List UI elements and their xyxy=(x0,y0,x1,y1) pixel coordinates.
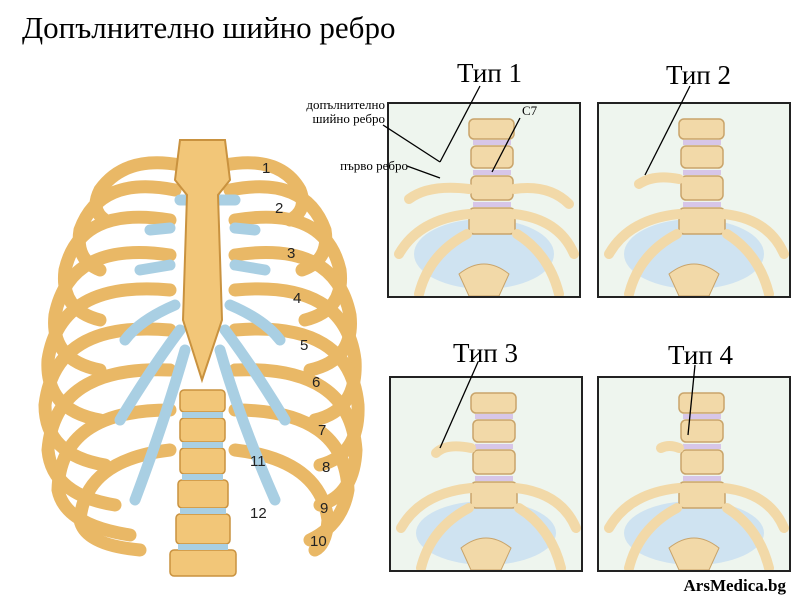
label-first-rib: първо ребро xyxy=(340,158,408,173)
panel-type-3 xyxy=(389,376,583,572)
panel-type-2 xyxy=(597,102,791,298)
label-extra-cervical-rib: допълнително шийно ребро xyxy=(270,98,385,126)
label-extra-cervical-rib-line1: допълнително xyxy=(306,97,385,112)
panel-label-type-3: Тип 3 xyxy=(453,338,518,368)
rib-number-10: 10 xyxy=(310,533,327,550)
panel-type-4 xyxy=(597,376,791,572)
rib-number-9: 9 xyxy=(320,500,329,517)
panel-label-type-1: Тип 1 xyxy=(457,58,522,88)
rib-number-11: 11 xyxy=(250,453,266,470)
panel-label-type-2: Тип 2 xyxy=(666,60,731,90)
rib-number-1: 1 xyxy=(262,160,271,177)
rib-number-7: 7 xyxy=(318,422,327,439)
rib-number-8: 8 xyxy=(322,459,331,476)
rib-number-5: 5 xyxy=(300,337,309,354)
page-title: Допълнително шийно ребро xyxy=(22,10,396,45)
rib-number-6: 6 xyxy=(312,374,321,391)
panel-label-type-4: Тип 4 xyxy=(668,340,733,370)
rib-number-3: 3 xyxy=(287,245,296,262)
watermark: ArsMedica.bg xyxy=(683,576,786,595)
rib-number-12: 12 xyxy=(250,505,267,522)
panel-type-1 xyxy=(387,102,581,298)
rib-number-2: 2 xyxy=(275,200,284,217)
rib-number-4: 4 xyxy=(293,290,302,307)
rib-cage-illustration xyxy=(30,120,370,580)
label-c7: C7 xyxy=(522,103,538,118)
label-extra-cervical-rib-line2: шийно ребро xyxy=(312,111,385,126)
